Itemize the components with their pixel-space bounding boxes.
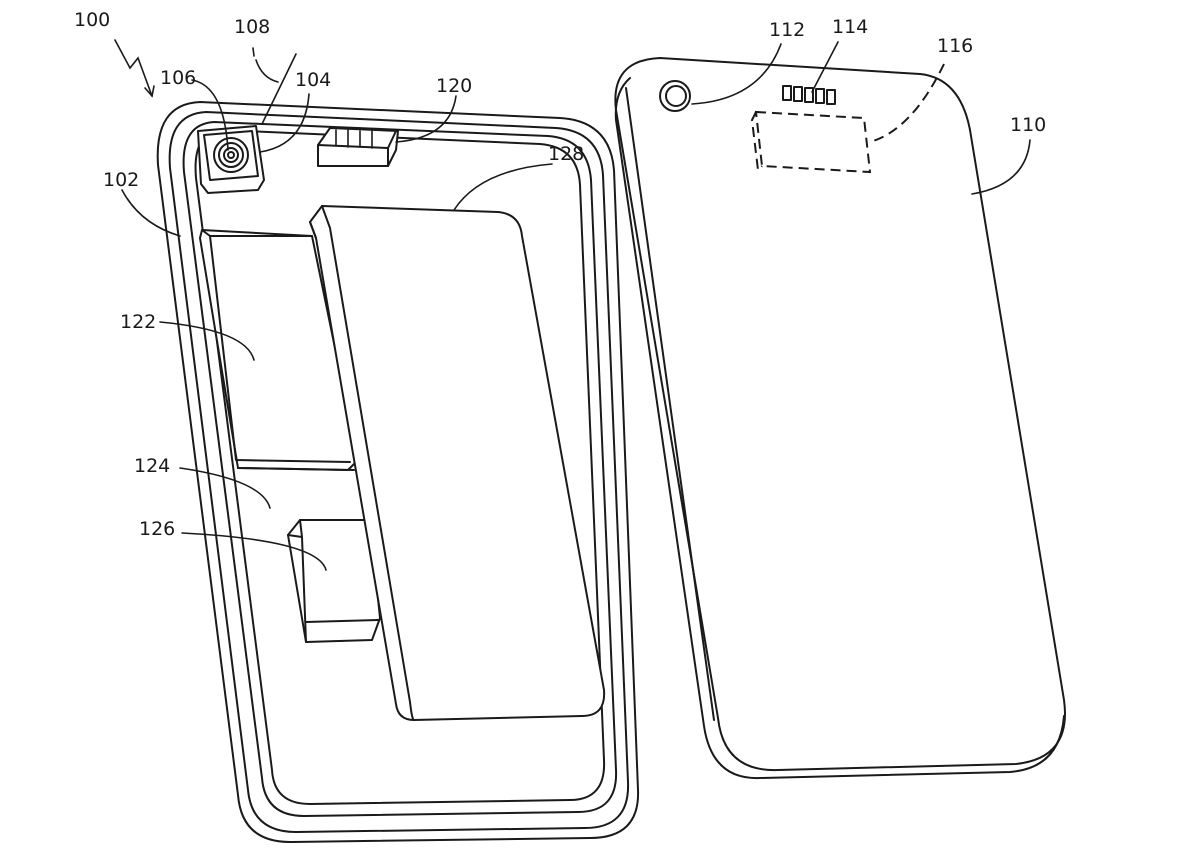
label-106: 106 <box>160 67 196 89</box>
case-back <box>614 57 1066 780</box>
label-128: 128 <box>548 143 584 165</box>
reference-labels: 100 108 106 104 120 102 128 122 124 126 … <box>74 9 1046 540</box>
connector-120 <box>317 127 399 167</box>
hidden-module-116 <box>750 110 872 174</box>
label-110: 110 <box>1010 114 1046 136</box>
label-126: 126 <box>139 518 175 540</box>
label-112: 112 <box>769 19 805 41</box>
label-122: 122 <box>120 311 156 333</box>
camera-hole-112 <box>659 80 691 112</box>
camera-module <box>197 125 265 194</box>
label-104: 104 <box>295 69 331 91</box>
label-100: 100 <box>74 9 110 31</box>
module-126 <box>287 519 381 643</box>
module-124 <box>237 467 355 471</box>
label-116: 116 <box>937 35 973 57</box>
case-interior <box>156 101 640 844</box>
label-120: 120 <box>436 75 472 97</box>
leader-lines-left <box>114 39 553 571</box>
label-102: 102 <box>103 169 139 191</box>
label-124: 124 <box>134 455 170 477</box>
label-114: 114 <box>832 16 868 38</box>
leader-lines-right <box>691 41 1031 195</box>
contacts-114 <box>782 85 836 105</box>
module-128 <box>309 205 606 721</box>
label-108: 108 <box>234 16 270 38</box>
module-122 <box>199 229 359 471</box>
